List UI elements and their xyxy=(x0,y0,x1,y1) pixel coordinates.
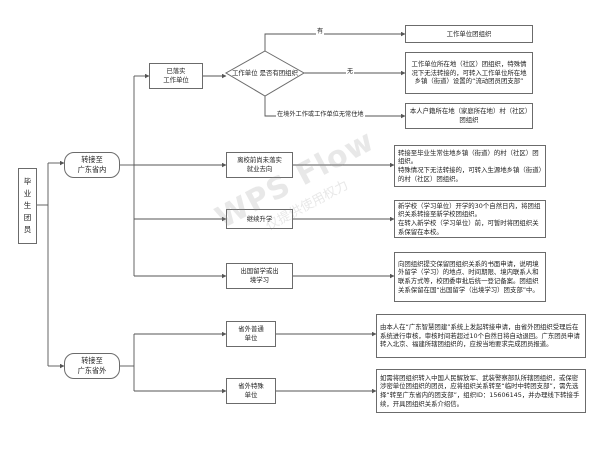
has-unit-node: 已落实 工作单位 xyxy=(149,63,203,89)
other-special-dest: 如需将团组织转入中国人民解放军、武装警察部队所辖团组织，或保密涉密单位团组织的团… xyxy=(376,369,586,413)
edge-label-no: 无 xyxy=(346,68,355,76)
other-regular-node: 省外普通 单位 xyxy=(226,321,276,347)
outside-gd-node: 转接至 广东省外 xyxy=(64,353,120,379)
abroad-node: 出国留学或出 境学习 xyxy=(226,263,293,289)
further-study-dest: 新学校（学习单位）开学的30个自然日内，将团组织关系转接至新学校团组织。 在转入… xyxy=(394,200,546,238)
decision-diamond xyxy=(224,50,306,97)
edge-label-yes: 有 xyxy=(316,28,325,36)
within-gd-node: 转接至 广东省内 xyxy=(64,152,120,178)
no-job-dest: 转接至毕业生常住地乡镇（街道）的村（社区）团组织。 特殊情况下无法转接的，可转入… xyxy=(394,145,546,187)
outside-unit-dest: 本人户籍所在地（家庭所在地）村（社区）团组织 xyxy=(405,103,533,129)
unit-org-dest: 工作单位团组织 xyxy=(405,25,533,43)
no-org-dest: 工作单位所在地（社区）团组织，特殊情况下无法转接的，可转入工作单位所在地乡镇（街… xyxy=(405,52,533,94)
abroad-dest: 向团组织提交保留团组织关系的书面申请，说明境外留学（学习）的地点、时间期限、境内… xyxy=(394,252,546,302)
edge-label-outside-work: 在境外工作或工作单位无常住地 xyxy=(276,111,365,119)
other-regular-dest: 由本人在“广东智慧团建”系统上发起转接申请，由省外团组织受理后在系统进行审核，审… xyxy=(376,314,586,358)
other-special-node: 省外特殊 单位 xyxy=(226,378,276,404)
no-job-node: 离校前尚未落实 就业去向 xyxy=(226,152,293,178)
root-node: 毕业生团员 xyxy=(18,168,37,244)
diamond-label: 工作单位 是否有团组织 xyxy=(232,68,298,77)
further-study-node: 继续升学 xyxy=(226,209,293,229)
